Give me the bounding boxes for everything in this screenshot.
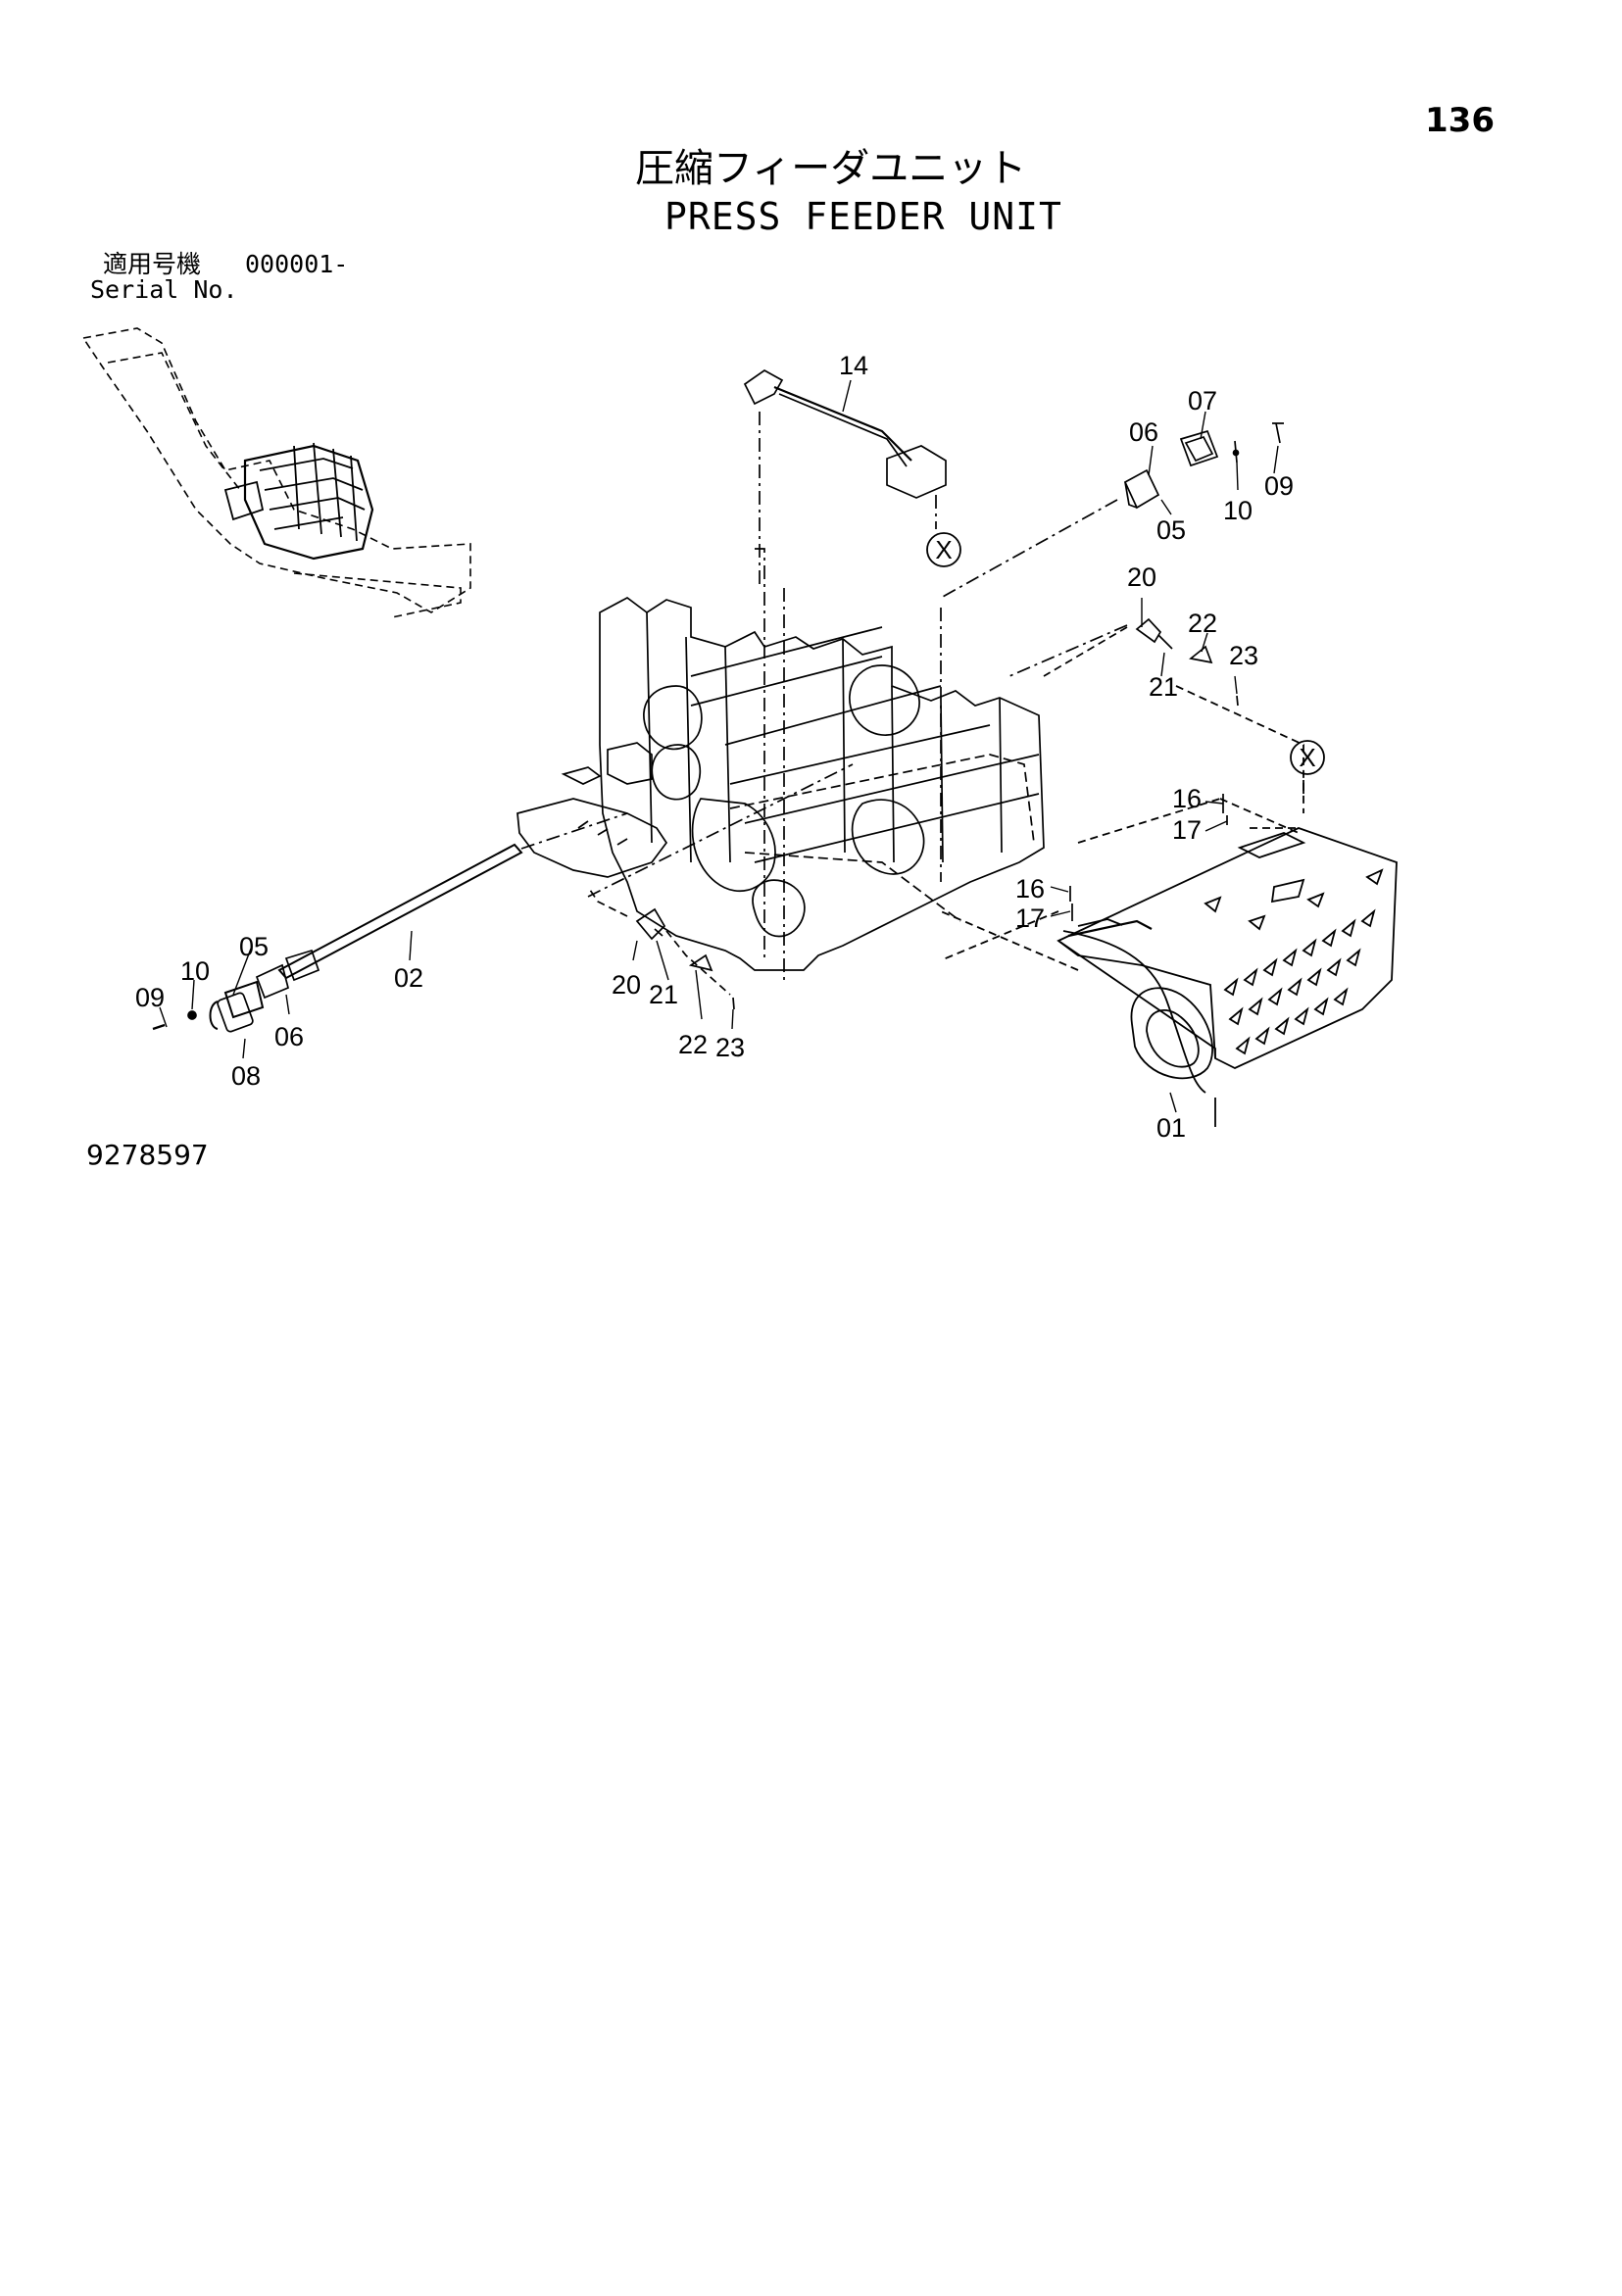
reference-marker-x-lower: X bbox=[1290, 740, 1325, 775]
svg-text:X: X bbox=[1299, 743, 1315, 772]
part-label-16-lower: 16 bbox=[1015, 874, 1045, 904]
part-number-labels: 14 07 06 05 10 09 20 22 23 21 16 17 16 1… bbox=[135, 351, 1294, 1143]
part-label-21-lower: 21 bbox=[649, 980, 678, 1009]
part-label-16-upper: 16 bbox=[1172, 784, 1202, 813]
part-label-09-upper: 09 bbox=[1264, 471, 1294, 501]
part-label-05-lower: 05 bbox=[239, 932, 269, 961]
part-label-06-lower: 06 bbox=[274, 1022, 304, 1051]
reference-marker-x-upper: X bbox=[926, 532, 961, 567]
title-english: PRESS FEEDER UNIT bbox=[664, 195, 1062, 238]
part-label-01: 01 bbox=[1156, 1113, 1186, 1143]
part-label-07: 07 bbox=[1188, 386, 1217, 415]
part-label-10-upper: 10 bbox=[1223, 496, 1253, 525]
serial-number-value: 000001- bbox=[245, 250, 349, 278]
bearing-assembly-upper bbox=[940, 422, 1284, 707]
part-label-17-lower: 17 bbox=[1015, 904, 1045, 933]
serial-label-english: Serial No. bbox=[90, 275, 238, 304]
part-label-14: 14 bbox=[839, 351, 868, 380]
press-drum bbox=[940, 685, 1398, 1127]
part-14-rod bbox=[743, 368, 947, 588]
part-label-23-upper: 23 bbox=[1229, 641, 1258, 670]
part-label-22-upper: 22 bbox=[1188, 609, 1217, 638]
part-label-10-lower: 10 bbox=[180, 956, 210, 986]
part-label-22-lower: 22 bbox=[678, 1030, 708, 1059]
serial-label-japanese: 適用号機 bbox=[103, 250, 202, 278]
part-label-17-upper: 17 bbox=[1172, 815, 1202, 845]
drawing-number: 9278597 bbox=[86, 1139, 209, 1171]
label-leader-lines bbox=[159, 379, 1279, 1113]
part-label-05-upper: 05 bbox=[1156, 515, 1186, 545]
part-label-02: 02 bbox=[394, 963, 423, 993]
part-label-08: 08 bbox=[231, 1061, 261, 1091]
part-label-06-upper: 06 bbox=[1129, 417, 1158, 447]
part-label-23-lower: 23 bbox=[715, 1033, 745, 1062]
svg-text:X: X bbox=[935, 535, 952, 564]
title-japanese: 圧縮フィーダユニット bbox=[635, 146, 1027, 191]
shaft-assembly bbox=[152, 742, 854, 1033]
part-label-21-upper: 21 bbox=[1149, 672, 1178, 702]
part-label-09-lower: 09 bbox=[135, 983, 165, 1012]
part-label-20-upper: 20 bbox=[1127, 562, 1156, 592]
part-label-20-lower: 20 bbox=[612, 970, 641, 1000]
machine-overview-thumbnail bbox=[81, 327, 471, 618]
frame-assembly bbox=[599, 548, 1045, 980]
page-number: 136 bbox=[1425, 101, 1495, 140]
